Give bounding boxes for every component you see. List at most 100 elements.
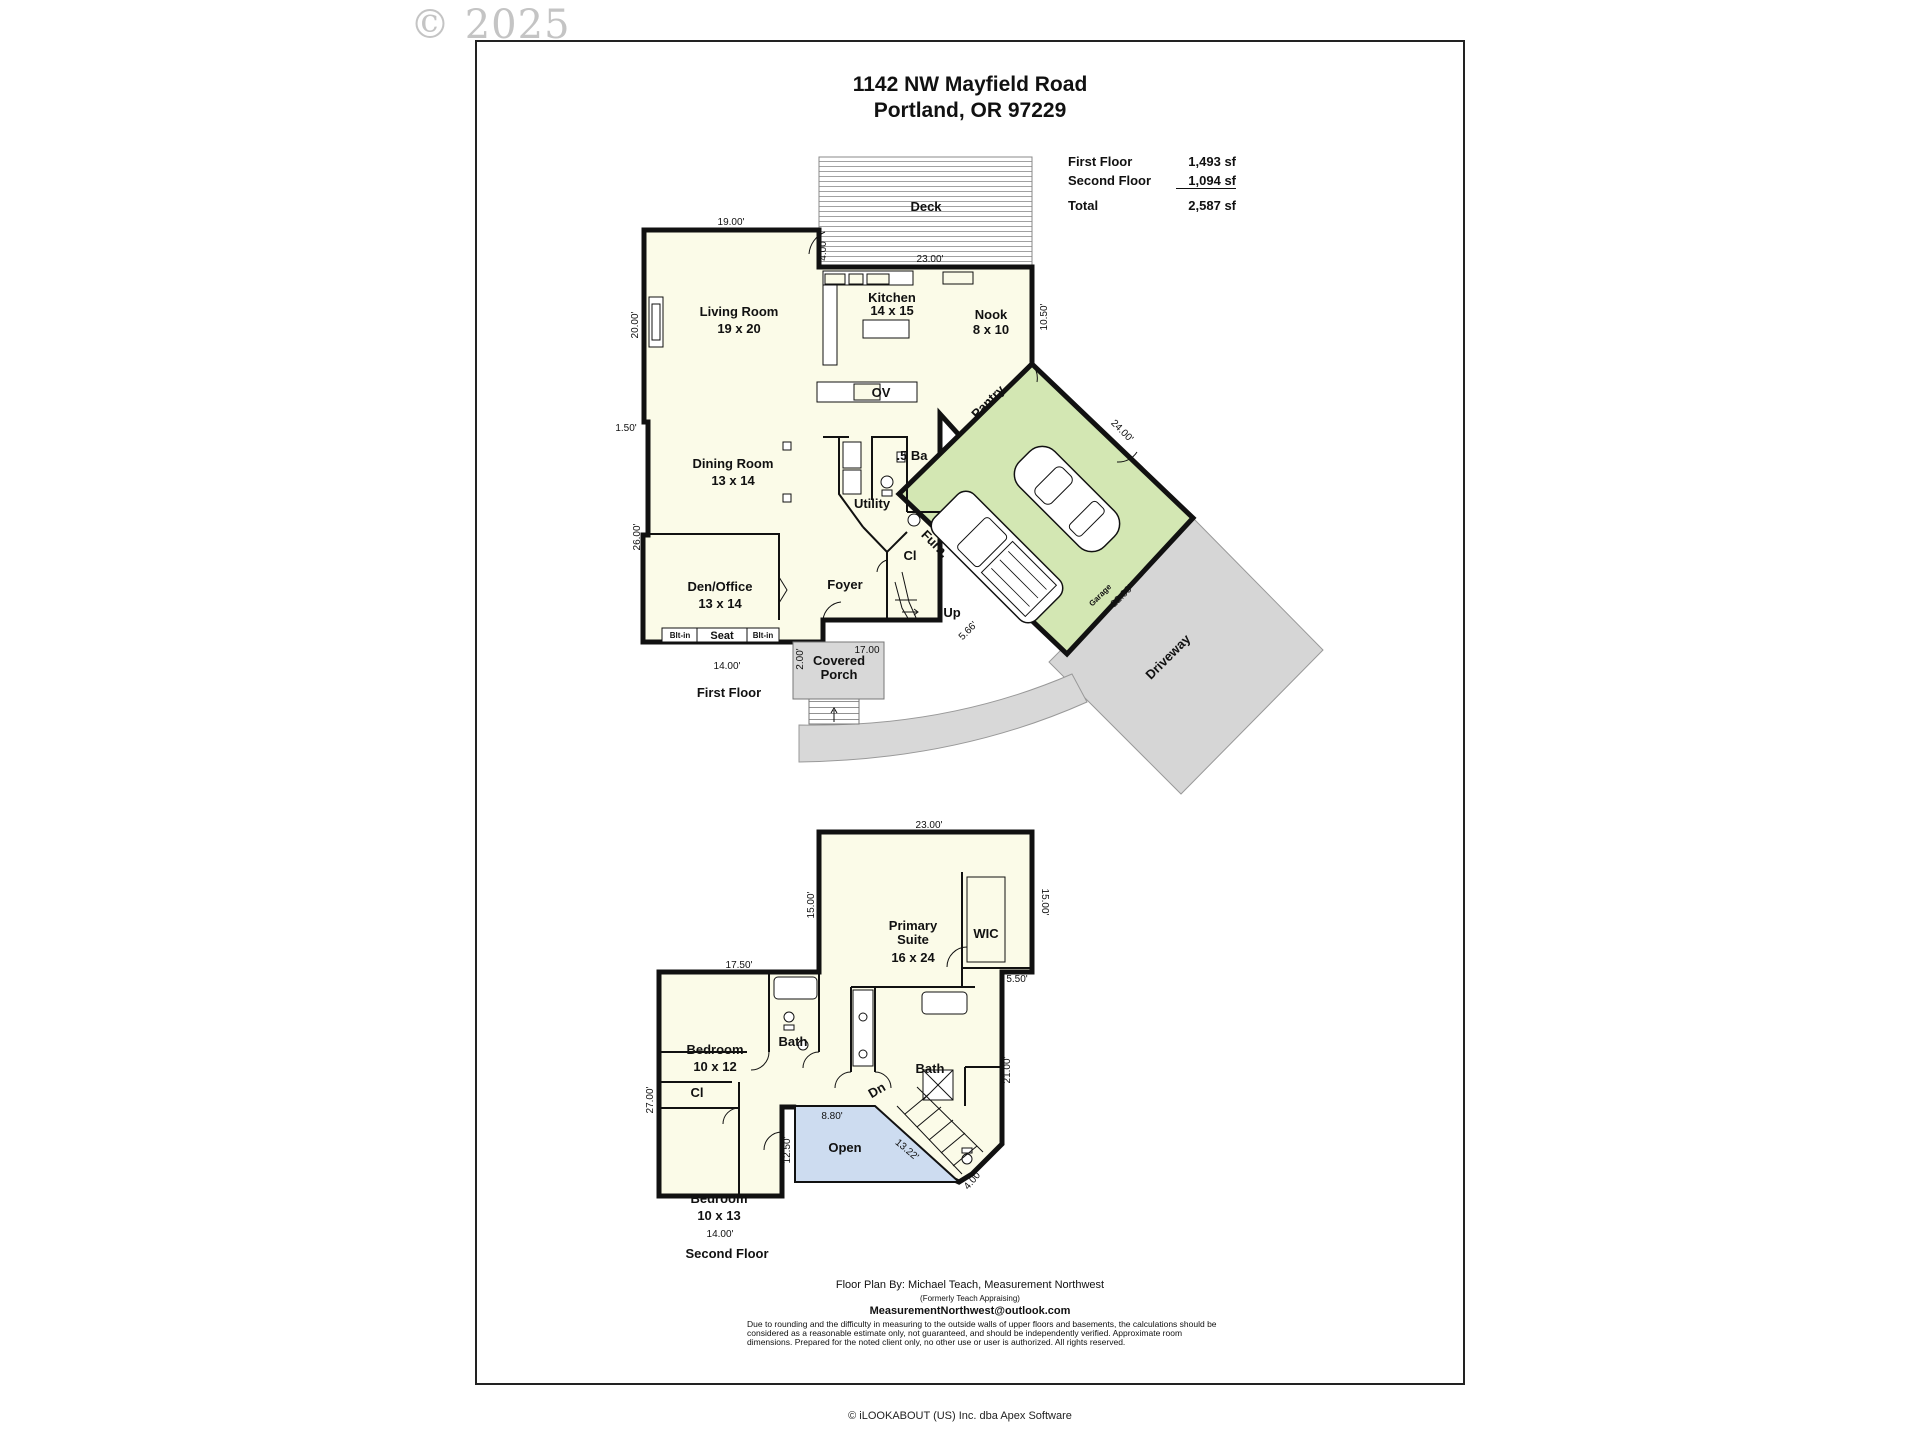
arrow-head	[830, 707, 838, 714]
credits-line-1: Floor Plan By: Michael Teach, Measuremen…	[835, 1279, 1105, 1291]
closet-label: Cl	[904, 548, 917, 563]
foyer-label: Foyer	[827, 577, 862, 592]
area-label: First Floor	[1068, 154, 1133, 169]
first-floor-title: First Floor	[697, 685, 761, 700]
area-row-first-floor: First Floor 1,493 sf	[1068, 152, 1236, 171]
window-seat-builtins: Blt-in Seat Blt-in	[661, 627, 780, 643]
dimension-label: 17.00	[854, 645, 879, 656]
dimension-label: 20.00'	[630, 311, 641, 338]
bedroom-2-label: Bedroom	[690, 1191, 747, 1206]
second-floor-title: Second Floor	[685, 1246, 768, 1261]
dimension-label: 21.00'	[1002, 1056, 1013, 1083]
half-bath-label: .5 Ba	[896, 448, 928, 463]
open-to-below-area	[794, 1105, 962, 1183]
door-swings	[778, 231, 1138, 621]
door-swings	[722, 946, 968, 1151]
dimension-label: 15.00'	[1039, 889, 1050, 916]
area-row-second-floor: Second Floor 1,094 sf	[1068, 171, 1236, 190]
ceiling-light-icon	[782, 441, 792, 451]
interior-walls	[649, 436, 940, 620]
primary-suite-size: 16 x 24	[891, 950, 935, 965]
kitchen-label: Kitchen	[868, 290, 916, 305]
disclaimer-text: Due to rounding and the difficulty in me…	[747, 1319, 1217, 1347]
nook-label: Nook	[975, 307, 1008, 322]
dimension-label: 23.00'	[917, 254, 944, 265]
area-total-label: Total	[1068, 198, 1099, 213]
front-walkway	[798, 673, 1088, 763]
area-label: Second Floor	[1068, 173, 1152, 188]
dimension-label: 14.00'	[714, 661, 741, 672]
utility-fixtures	[842, 441, 921, 527]
ceiling-light-icon	[782, 493, 792, 503]
stairs-up-label: Up	[943, 605, 960, 620]
dimension-label: 17.50'	[726, 960, 753, 971]
floor-plan-drawing: Deck Living Room 19 x 20 Kitchen 14 x 15…	[615, 156, 1324, 1261]
area-value: 1,094 sf	[1176, 173, 1236, 189]
area-row-total: Total 2,587 sf	[1068, 196, 1236, 215]
dimension-label: 26.00'	[632, 523, 643, 550]
first-floor-plan: Deck Living Room 19 x 20 Kitchen 14 x 15…	[615, 156, 1324, 795]
area-summary-table: First Floor 1,493 sf Second Floor 1,094 …	[1068, 152, 1236, 215]
dimension-label: 19.00'	[718, 217, 745, 228]
seat-label: Seat	[710, 630, 734, 642]
covered-porch	[792, 641, 885, 700]
primary-suite-label-2: Suite	[897, 932, 929, 947]
closet-shelving	[966, 876, 1006, 963]
credits-line-2: (Formerly Teach Appraising)	[920, 1294, 1020, 1303]
dimension-label: 5.66'	[957, 620, 980, 643]
covered-porch-label-2: Porch	[821, 667, 858, 682]
dimension-label: 27.00'	[645, 1086, 656, 1113]
living-room-size: 19 x 20	[717, 321, 760, 336]
builtin-left-label: Blt-in	[670, 631, 691, 640]
bath-left-label: Bath	[779, 1034, 808, 1049]
bath-fixtures	[773, 976, 973, 1165]
covered-porch-label: Covered	[813, 653, 865, 668]
den-office-label: Den/Office	[687, 579, 752, 594]
den-office-size: 13 x 14	[698, 596, 742, 611]
bedroom-2-size: 10 x 13	[697, 1208, 740, 1223]
interior-walls	[659, 872, 1032, 1196]
dimension-label: 1.50'	[615, 423, 636, 434]
area-total-value: 2,587 sf	[1188, 198, 1236, 213]
address-line-2: Portland, OR 97229	[873, 99, 1067, 122]
dimension-label: 10.50'	[1039, 303, 1050, 330]
deck-area	[818, 156, 1033, 268]
bedroom-1-label: Bedroom	[686, 1042, 743, 1057]
dimension-label: 8.80'	[821, 1111, 842, 1122]
address-line-1: 1142 NW Mayfield Road	[852, 73, 1088, 96]
living-room-label: Living Room	[700, 304, 779, 319]
fireplace-insert	[651, 303, 661, 341]
credits-email: MeasurementNorthwest@outlook.com	[869, 1305, 1071, 1317]
dining-room-size: 13 x 14	[711, 473, 755, 488]
open-to-below-label: Open	[828, 1140, 861, 1155]
dimension-label: 2.00'	[795, 648, 806, 669]
dimension-label: 14.00'	[707, 1229, 734, 1240]
utility-label: Utility	[854, 496, 891, 511]
deck-label: Deck	[910, 199, 942, 214]
bath-right-label: Bath	[916, 1061, 945, 1076]
stairs-up	[894, 571, 918, 621]
dining-room-label: Dining Room	[693, 456, 774, 471]
dimension-label: 15.00'	[806, 891, 817, 918]
second-floor-plan: Primary Suite 16 x 24 WIC Bath Bath Bedr…	[645, 820, 1050, 1261]
stairs-down	[896, 1086, 984, 1175]
nook-size: 8 x 10	[973, 322, 1009, 337]
footer-copyright: © iLOOKABOUT (US) Inc. dba Apex Software	[848, 1410, 1072, 1422]
closet-label: Cl	[691, 1085, 704, 1100]
arrow-head	[913, 608, 919, 616]
dimension-label: 5.50'	[1006, 974, 1027, 985]
kitchen-size: 14 x 15	[870, 303, 913, 318]
dimension-label: 12.50'	[782, 1136, 793, 1163]
primary-suite-label: Primary	[889, 918, 938, 933]
car-icon	[1013, 445, 1121, 553]
dimension-label: 4.00'	[818, 239, 829, 260]
builtin-right-label: Blt-in	[753, 631, 774, 640]
truck-icon	[930, 490, 1064, 624]
bedroom-1-size: 10 x 12	[693, 1059, 736, 1074]
oven-label: OV	[872, 385, 891, 400]
walk-in-closet-label: WIC	[973, 926, 999, 941]
area-value: 1,493 sf	[1188, 154, 1236, 169]
kitchen-fixtures	[816, 270, 974, 403]
dimension-label: 23.00'	[916, 820, 943, 831]
floor-plan-sheet: 1142 NW Mayfield Road Portland, OR 97229…	[475, 40, 1465, 1385]
